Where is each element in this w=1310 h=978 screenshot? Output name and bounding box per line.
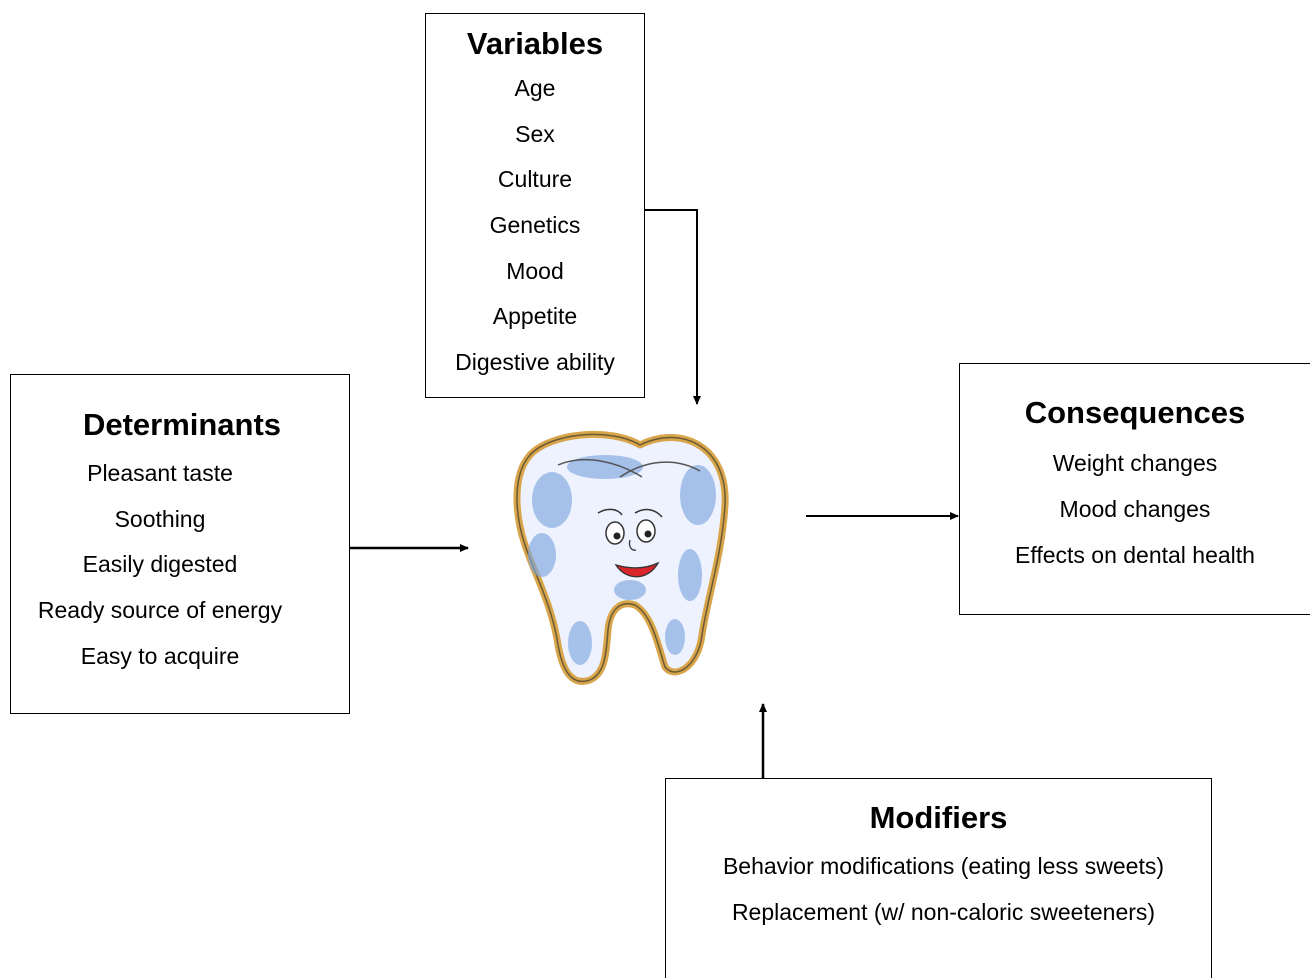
tooth-illustration	[470, 405, 750, 695]
variables-arrow	[645, 210, 697, 404]
